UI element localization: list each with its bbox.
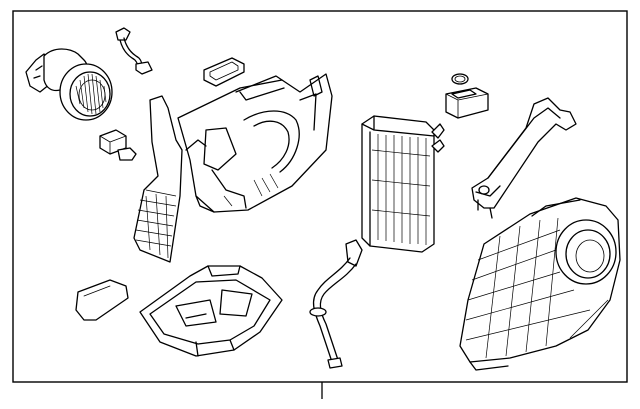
evaporator-core (361, 115, 445, 253)
resistor-connector (99, 129, 137, 161)
blower-motor (25, 48, 113, 121)
lower-case-tray (139, 265, 283, 357)
o-ring (451, 73, 469, 85)
mounting-bracket (471, 97, 577, 219)
evaporator-case-upper (133, 73, 333, 263)
expansion-valve-block (445, 87, 489, 119)
small-seal (203, 57, 245, 87)
evaporator-case-lower-half (459, 197, 621, 371)
cabin-air-filter (75, 279, 129, 321)
diagram-frame (12, 10, 628, 383)
drain-hose (309, 239, 363, 369)
wire-harness (115, 27, 153, 75)
